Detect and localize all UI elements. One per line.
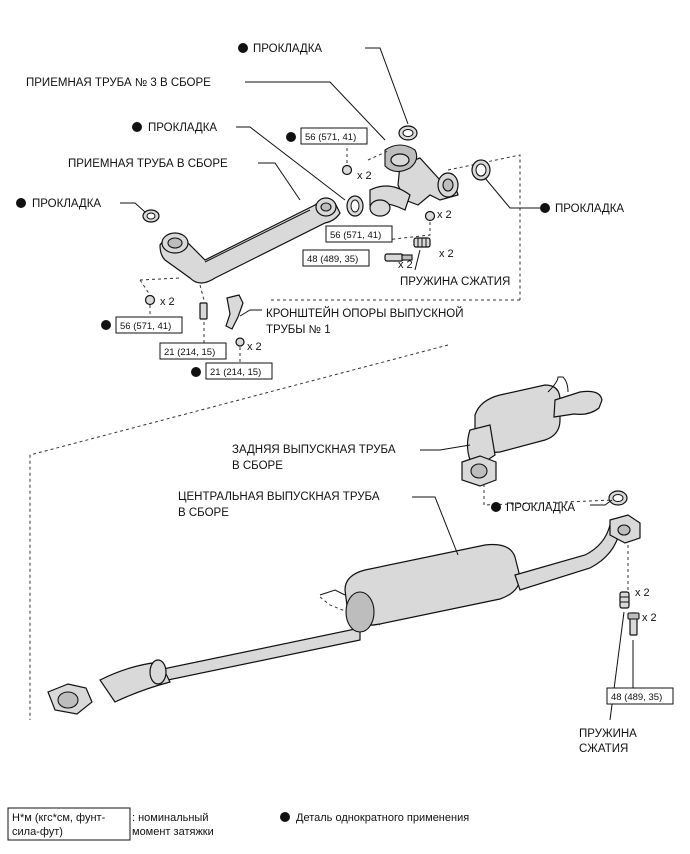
bolt-48-top bbox=[384, 253, 413, 262]
multiplier-x2: x 2 bbox=[642, 612, 657, 624]
label-gasket-left: ПРОКЛАДКА bbox=[16, 198, 101, 210]
svg-text:48 (489, 35): 48 (489, 35) bbox=[611, 692, 662, 703]
label-tail-pipe-line1: ЗАДНЯЯ ВЫПУСКНАЯ ТРУБА bbox=[232, 444, 396, 456]
multiplier-x2: x 2 bbox=[437, 209, 452, 221]
multiplier-x2: x 2 bbox=[439, 248, 454, 260]
torque-box-21-b: 21 (214, 15) bbox=[191, 362, 273, 380]
legend-single-use: Деталь однократного применения bbox=[280, 812, 469, 824]
torque-box-56-top: 56 (571, 41) bbox=[286, 127, 368, 145]
label-gasket-lower: ПРОКЛАДКА bbox=[491, 502, 575, 514]
svg-text:21 (214, 15): 21 (214, 15) bbox=[210, 367, 261, 378]
front-pipe-assembly bbox=[159, 197, 341, 284]
label-compression-spring-upper: ПРУЖИНА СЖАТИЯ bbox=[400, 276, 510, 288]
nut-56-mid bbox=[424, 210, 436, 222]
svg-text:56 (571, 41): 56 (571, 41) bbox=[330, 230, 381, 241]
multiplier-x2: x 2 bbox=[247, 341, 262, 353]
torque-box-48-top: 48 (489, 35) bbox=[302, 249, 370, 267]
multiplier-x2: x 2 bbox=[398, 259, 413, 271]
bolt-48-bottom bbox=[627, 612, 640, 636]
bracket-no1 bbox=[225, 294, 244, 330]
gasket-lower bbox=[608, 490, 628, 506]
bolt-21-a bbox=[199, 302, 208, 320]
label-bracket-line1: КРОНШТЕЙН ОПОРЫ ВЫПУСКНОЙ bbox=[266, 307, 464, 320]
multiplier-x2: x 2 bbox=[635, 587, 650, 599]
tail-pipe-assembly bbox=[461, 376, 603, 487]
torque-box-56-left: 56 (571, 41) bbox=[101, 316, 183, 334]
multiplier-x2: x 2 bbox=[160, 296, 175, 308]
nut-21-b bbox=[235, 337, 245, 347]
torque-box-48-bottom: 48 (489, 35) bbox=[606, 687, 674, 705]
torque-box-56-mid: 56 (571, 41) bbox=[325, 225, 393, 243]
svg-text:Деталь однократного применения: Деталь однократного применения bbox=[296, 812, 469, 824]
svg-text:56 (571, 41): 56 (571, 41) bbox=[120, 321, 171, 332]
svg-text:ПРОКЛАДКА: ПРОКЛАДКА bbox=[555, 203, 624, 215]
svg-text:ПРОКЛАДКА: ПРОКЛАДКА bbox=[32, 198, 101, 210]
label-center-pipe-line2: В СБОРЕ bbox=[178, 507, 229, 519]
leader-lines-upper bbox=[120, 47, 540, 362]
svg-text:момент затяжки: момент затяжки bbox=[132, 826, 214, 838]
gasket-top bbox=[398, 125, 418, 141]
compression-spring-lower bbox=[619, 591, 630, 609]
gasket-left bbox=[142, 209, 160, 223]
svg-text:21 (214, 15): 21 (214, 15) bbox=[164, 347, 215, 358]
svg-text:ПРОКЛАДКА: ПРОКЛАДКА bbox=[148, 122, 217, 134]
nut-56-top bbox=[341, 164, 353, 176]
label-spring-lower-line1: ПРУЖИНА bbox=[579, 728, 637, 740]
gasket-right bbox=[471, 159, 491, 181]
upper-group-dashed-frame bbox=[29, 154, 521, 720]
legend-torque: Н*м (кгс*см, фунт- сила-фут) : номинальн… bbox=[7, 807, 214, 841]
svg-text:48 (489, 35): 48 (489, 35) bbox=[307, 254, 358, 265]
center-exhaust-pipe-assembly bbox=[47, 514, 641, 715]
multiplier-x2: x 2 bbox=[357, 170, 372, 182]
label-gasket-top: ПРОКЛАДКА bbox=[238, 43, 322, 55]
compression-spring-upper bbox=[413, 237, 431, 248]
nut-56-left bbox=[144, 294, 156, 306]
label-gasket-right: ПРОКЛАДКА bbox=[540, 203, 624, 215]
svg-text:ПРОКЛАДКА: ПРОКЛАДКА bbox=[506, 502, 575, 514]
svg-text:сила-фут): сила-фут) bbox=[12, 826, 63, 838]
label-gasket-mid: ПРОКЛАДКА bbox=[132, 122, 217, 134]
gasket-middle bbox=[346, 195, 364, 217]
svg-text:Н*м (кгс*см, фунт-: Н*м (кгс*см, фунт- bbox=[12, 812, 106, 824]
label-spring-lower-line2: СЖАТИЯ bbox=[579, 743, 628, 755]
svg-text:: номинальный: : номинальный bbox=[132, 812, 208, 824]
front-pipe-no3-assembly bbox=[369, 144, 459, 217]
svg-text:ПРОКЛАДКА: ПРОКЛАДКА bbox=[253, 43, 322, 55]
svg-text:56 (571, 41): 56 (571, 41) bbox=[305, 132, 356, 143]
torque-box-21-a: 21 (214, 15) bbox=[159, 342, 227, 360]
label-bracket-line2: ТРУБЫ № 1 bbox=[266, 324, 331, 336]
label-center-pipe-line1: ЦЕНТРАЛЬНАЯ ВЫПУСКНАЯ ТРУБА bbox=[178, 491, 380, 503]
label-front-pipe: ПРИЕМНАЯ ТРУБА В СБОРЕ bbox=[68, 158, 228, 170]
label-front-pipe-no3: ПРИЕМНАЯ ТРУБА № 3 В СБОРЕ bbox=[26, 77, 211, 89]
label-tail-pipe-line2: В СБОРЕ bbox=[232, 460, 283, 472]
